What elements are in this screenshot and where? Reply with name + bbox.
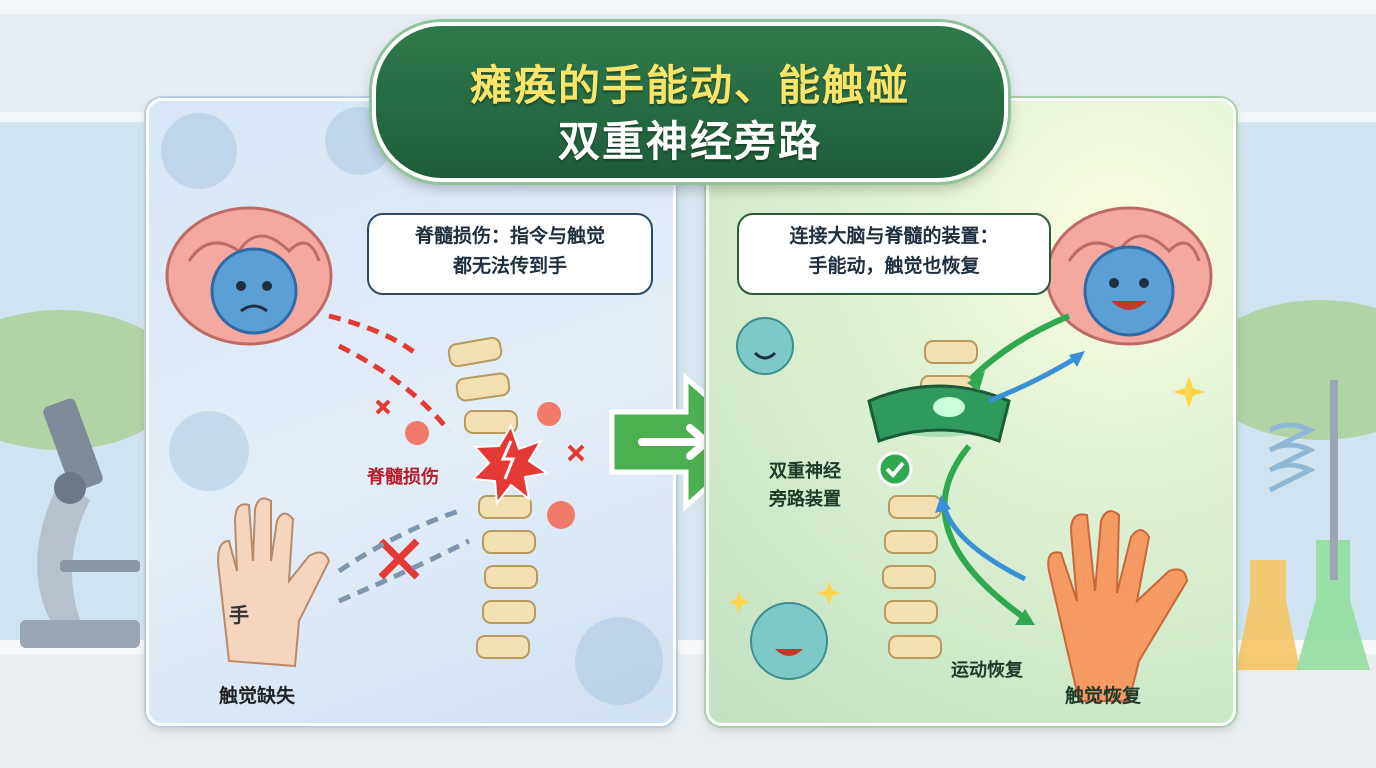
check-icon [877, 451, 913, 487]
hand-icon [217, 497, 331, 668]
sad-face-icon [405, 402, 575, 529]
recovery-panel: 连接大脑与脊髓的装置： 手能动，触觉也恢复 双重神经 旁路装置 运动恢复 触觉恢… [706, 98, 1236, 726]
bypass-device-label-line2: 旁路装置 [769, 489, 841, 510]
touch-loss-label: 触觉缺失 [219, 685, 296, 707]
microscope-icon [20, 398, 140, 648]
bypass-device-icon [867, 384, 1011, 443]
faded-neuron-icon [161, 107, 663, 705]
hand-icon [1047, 510, 1189, 702]
happy-neuron-icon [1083, 245, 1175, 337]
happy-neuron-icon [736, 317, 828, 680]
spinal-injury-label: 脊髓损伤 [367, 467, 439, 488]
injury-speech-bubble: 脊髓损伤：指令与触觉 都无法传到手 [367, 213, 653, 295]
title-line2: 双重神经旁路 [557, 117, 822, 166]
sparkle-icon [728, 376, 1205, 613]
injury-panel: 脊髓损伤：指令与触觉 都无法传到手 脊髓损伤 手 触觉缺失 [146, 98, 676, 726]
injury-bubble-line1: 脊髓损伤：指令与触觉 [414, 225, 605, 247]
touch-signal-arrow [988, 353, 1081, 404]
bypass-device-label: 双重神经 旁路装置 [769, 458, 841, 514]
recovery-bubble-line2: 手能动，触觉也恢复 [808, 255, 980, 277]
motor-recovery-label: 运动恢复 [951, 660, 1023, 681]
title-line1: 瘫痪的手能动、能触碰 [469, 61, 910, 110]
recovery-bubble-line1: 连接大脑与脊髓的装置： [789, 225, 999, 247]
blocked-signal-arrow [328, 313, 421, 358]
blocked-touch-arrow [337, 508, 460, 574]
lab-flasks-icon [1236, 380, 1370, 670]
injury-bubble-line2: 都无法传到手 [452, 255, 567, 277]
sad-neuron-icon [210, 247, 298, 335]
motor-signal-arrow [968, 313, 1071, 382]
big-cross-icon [378, 538, 420, 580]
bypass-device-label-line1: 双重神经 [769, 461, 841, 482]
brain-icon [1045, 206, 1213, 346]
touch-recovery-label: 触觉恢复 [1065, 685, 1142, 707]
recovery-speech-bubble: 连接大脑与脊髓的装置： 手能动，触觉也恢复 [737, 213, 1051, 295]
cross-icon [375, 399, 585, 462]
title-banner: 瘫痪的手能动、能触碰 双重神经旁路 [372, 22, 1008, 182]
brain-icon [165, 206, 333, 346]
spine-icon [447, 336, 538, 659]
hand-label: 手 [229, 603, 249, 627]
